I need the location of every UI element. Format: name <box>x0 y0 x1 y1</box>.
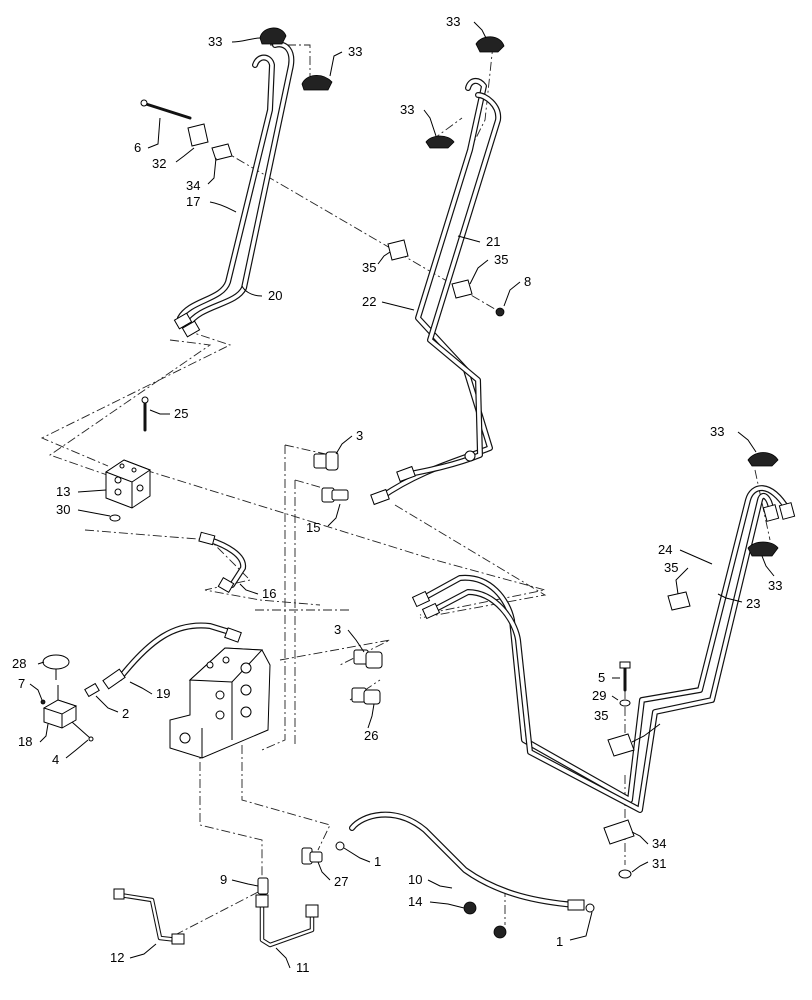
manifold-block <box>104 459 152 509</box>
callout-labels: 33 33 33 33 6 32 34 17 20 21 35 35 22 8 … <box>12 14 782 975</box>
callout: 21 <box>486 234 500 249</box>
callout: 30 <box>56 502 70 517</box>
callout: 22 <box>362 294 376 309</box>
callout: 1 <box>374 854 381 869</box>
tube-17-20 <box>173 41 295 338</box>
callout: 32 <box>152 156 166 171</box>
callout: 33 <box>710 424 724 439</box>
tube-23-24 <box>411 485 796 813</box>
callout: 20 <box>268 288 282 303</box>
callout: 5 <box>598 670 605 685</box>
callout: 35 <box>362 260 376 275</box>
callout: 3 <box>356 428 363 443</box>
callout: 3 <box>334 622 341 637</box>
callout: 33 <box>348 44 362 59</box>
callout: 33 <box>768 578 782 593</box>
callout: 17 <box>186 194 200 209</box>
callout: 35 <box>494 252 508 267</box>
callout: 2 <box>122 706 129 721</box>
tube-11 <box>255 894 319 948</box>
callout: 24 <box>658 542 672 557</box>
callout: 1 <box>556 934 563 949</box>
callout: 7 <box>18 676 25 691</box>
callout: 33 <box>208 34 222 49</box>
leader-lines <box>29 21 775 969</box>
callout: 12 <box>110 950 124 965</box>
callout: 33 <box>446 14 460 29</box>
callout: 34 <box>652 836 666 851</box>
callout: 9 <box>220 872 227 887</box>
callout: 25 <box>174 406 188 421</box>
callout: 34 <box>186 178 200 193</box>
callout: 8 <box>524 274 531 289</box>
callout: 13 <box>56 484 70 499</box>
hose-16 <box>198 531 247 594</box>
callout: 18 <box>18 734 32 749</box>
callout: 27 <box>334 874 348 889</box>
callout: 10 <box>408 872 422 887</box>
assembly-center-lines <box>40 44 771 936</box>
callout: 19 <box>156 686 170 701</box>
tube-12 <box>113 888 185 945</box>
switch-assembly <box>40 654 94 742</box>
callout: 35 <box>664 560 678 575</box>
callout: 11 <box>296 960 310 975</box>
callout: 4 <box>52 752 59 767</box>
hose-19 <box>102 622 242 690</box>
callout: 26 <box>364 728 378 743</box>
control-valve <box>169 647 271 759</box>
callout: 29 <box>592 688 606 703</box>
callout: 35 <box>594 708 608 723</box>
fittings <box>84 451 507 939</box>
tube-21-22 <box>370 78 502 506</box>
callout: 23 <box>746 596 760 611</box>
callout: 31 <box>652 856 666 871</box>
callout: 28 <box>12 656 26 671</box>
callout: 33 <box>400 102 414 117</box>
callout: 15 <box>306 520 320 535</box>
hardware <box>109 27 779 879</box>
callout: 6 <box>134 140 141 155</box>
hose-10 <box>349 811 595 913</box>
callout: 16 <box>262 586 276 601</box>
callout: 14 <box>408 894 422 909</box>
